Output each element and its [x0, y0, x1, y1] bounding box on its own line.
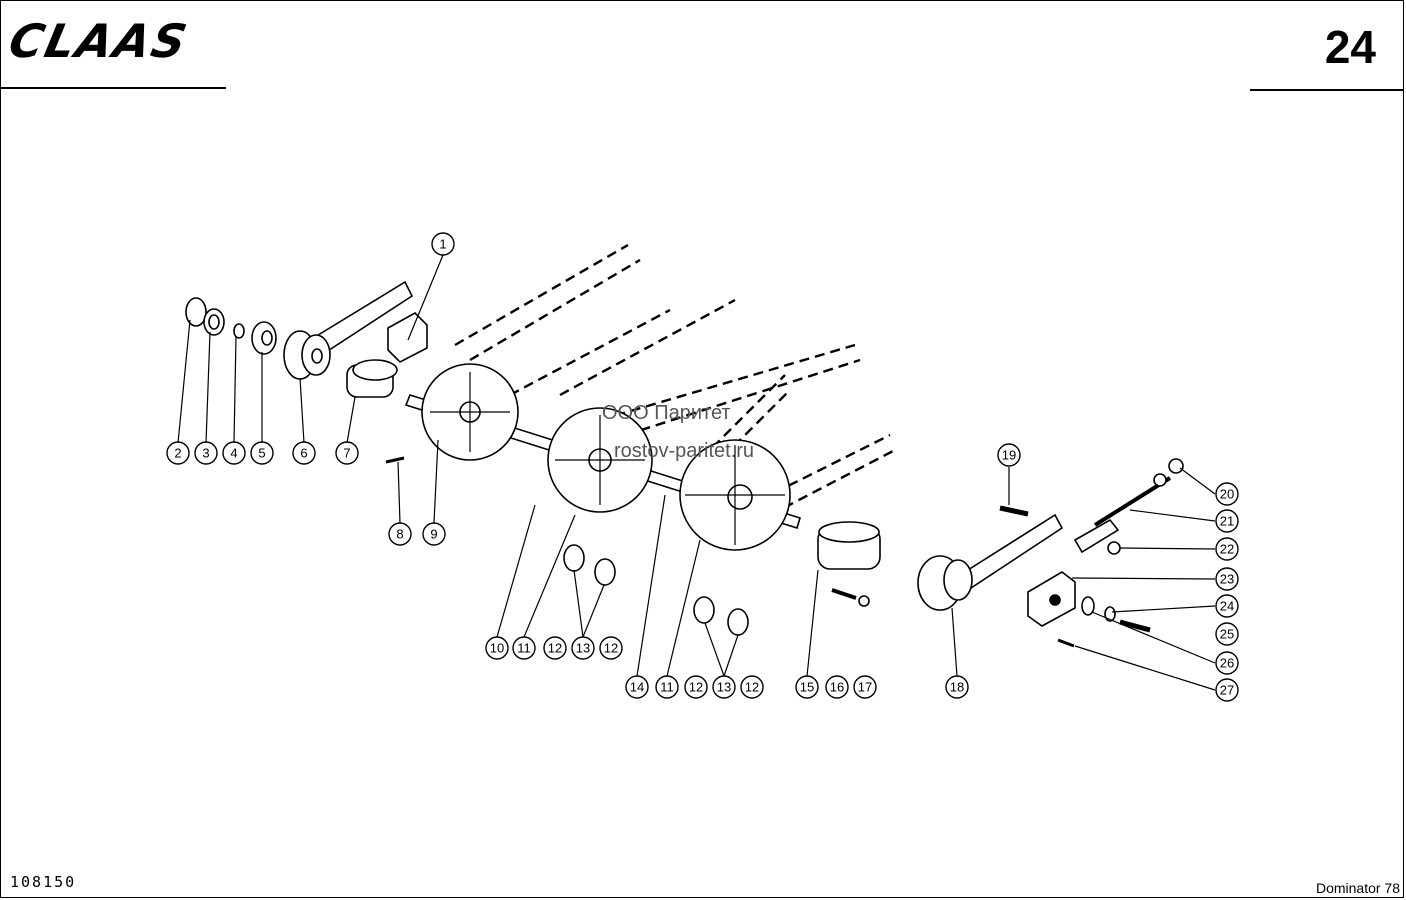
svg-text:12: 12 — [745, 680, 759, 695]
parts — [185, 280, 1184, 648]
svg-text:1: 1 — [439, 237, 446, 252]
svg-text:21: 21 — [1220, 514, 1234, 529]
callout-8: 8 — [388, 522, 412, 546]
svg-text:5: 5 — [258, 446, 265, 461]
callout-5: 5 — [250, 441, 274, 465]
callout-1: 1 — [431, 232, 455, 256]
svg-text:26: 26 — [1220, 656, 1234, 671]
svg-text:19: 19 — [1002, 448, 1016, 463]
svg-text:24: 24 — [1220, 599, 1234, 614]
svg-text:7: 7 — [343, 446, 350, 461]
svg-text:4: 4 — [230, 446, 237, 461]
model-name: Dominator 78 — [1315, 880, 1400, 896]
callout-25: 25 — [1215, 622, 1239, 646]
callout-19: 19 — [997, 443, 1021, 467]
svg-text:6: 6 — [300, 446, 307, 461]
callout-6: 6 — [292, 441, 316, 465]
svg-text:18: 18 — [950, 680, 964, 695]
callout-12c: 12 — [684, 675, 708, 699]
svg-text:9: 9 — [430, 527, 437, 542]
callout-16: 16 — [825, 675, 849, 699]
svg-text:12: 12 — [548, 641, 562, 656]
callout-13: 13 — [571, 636, 595, 660]
callout-12d: 12 — [740, 675, 764, 699]
page-number-underline — [1250, 89, 1404, 91]
callout-24: 24 — [1215, 594, 1239, 618]
svg-text:14: 14 — [630, 680, 644, 695]
svg-text:25: 25 — [1220, 627, 1234, 642]
callout-27: 27 — [1215, 678, 1239, 702]
svg-text:8: 8 — [396, 527, 403, 542]
svg-text:22: 22 — [1220, 542, 1234, 557]
svg-text:11: 11 — [660, 680, 674, 695]
svg-text:17: 17 — [858, 680, 872, 695]
callout-11: 11 — [512, 636, 536, 660]
svg-text:10: 10 — [490, 641, 504, 656]
callout-3: 3 — [194, 441, 218, 465]
callout-17: 17 — [853, 675, 877, 699]
svg-text:23: 23 — [1220, 572, 1234, 587]
page-number: 24 — [1324, 21, 1376, 73]
svg-text:27: 27 — [1220, 683, 1234, 698]
callout-21: 21 — [1215, 509, 1239, 533]
callout-11b: 11 — [655, 675, 679, 699]
svg-text:13: 13 — [576, 641, 590, 656]
callout-2: 2 — [166, 441, 190, 465]
callout-15: 15 — [795, 675, 819, 699]
callout-14: 14 — [625, 675, 649, 699]
callout-22: 22 — [1215, 537, 1239, 561]
brand-underline — [0, 87, 226, 89]
watermark-url: rostov-paritet.ru — [614, 440, 755, 462]
svg-text:20: 20 — [1220, 487, 1234, 502]
svg-text:12: 12 — [689, 680, 703, 695]
svg-text:13: 13 — [717, 680, 731, 695]
callout-12: 12 — [543, 636, 567, 660]
svg-text:15: 15 — [800, 680, 814, 695]
watermark-company: ООО Паритет — [602, 402, 731, 424]
svg-text:16: 16 — [830, 680, 844, 695]
svg-text:11: 11 — [517, 641, 531, 656]
callout-13b: 13 — [712, 675, 736, 699]
callout-9: 9 — [422, 522, 446, 546]
callout-12b: 12 — [599, 636, 623, 660]
callout-20: 20 — [1215, 482, 1239, 506]
svg-text:3: 3 — [202, 446, 209, 461]
callout-4: 4 — [222, 441, 246, 465]
svg-text:2: 2 — [174, 446, 181, 461]
leader-lines — [177, 254, 1216, 691]
svg-text:12: 12 — [604, 641, 618, 656]
callout-7: 7 — [335, 441, 359, 465]
callout-18: 18 — [945, 675, 969, 699]
callout-23: 23 — [1215, 567, 1239, 591]
callout-26: 26 — [1215, 651, 1239, 675]
chain-lines — [454, 243, 896, 517]
document-number: 108150 — [10, 873, 77, 891]
callout-10: 10 — [485, 636, 509, 660]
